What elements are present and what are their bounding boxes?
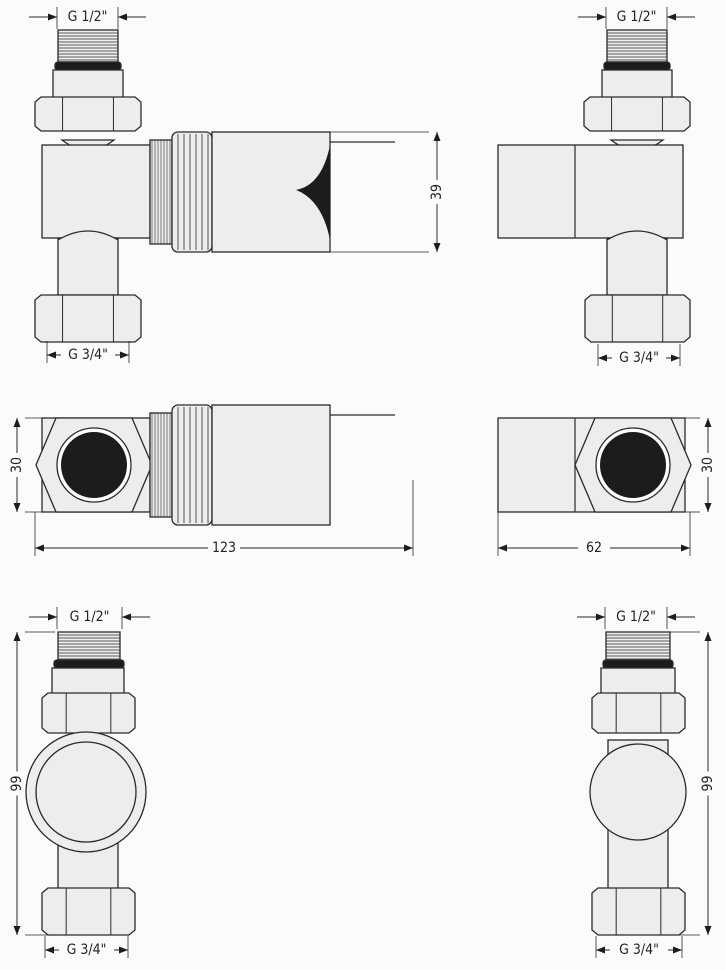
dimension-label: G 1/2"	[617, 9, 657, 25]
dimension-body_height: 30	[685, 417, 716, 513]
dimension-label: 30	[9, 457, 25, 473]
union-nut	[41, 692, 136, 734]
dimension-label: 99	[700, 775, 716, 791]
dimension-label: G 3/4"	[67, 942, 107, 958]
dimension-thread_bottom: G 3/4"	[44, 936, 129, 958]
arrowhead	[673, 946, 682, 954]
collar	[51, 667, 125, 695]
bottom-nut	[34, 294, 142, 343]
outlet-pipe	[606, 237, 668, 296]
view-side-straight	[589, 631, 687, 936]
pipe-curve	[57, 230, 119, 241]
dimension-label: G 1/2"	[616, 609, 656, 625]
arrowhead	[498, 544, 507, 552]
dimension-label: 99	[9, 775, 25, 791]
dimension-body_height: 30	[9, 417, 42, 513]
arrowhead	[596, 946, 605, 954]
arrowhead	[45, 946, 54, 954]
arrowhead	[671, 354, 680, 362]
collar	[52, 69, 124, 99]
arrowhead	[118, 13, 127, 21]
arrowhead	[13, 632, 21, 641]
dimension-total_length_angled: 123	[35, 540, 413, 556]
seal-ring	[54, 61, 122, 71]
dimension-label: G 3/4"	[68, 347, 108, 363]
dimension-label: 39	[429, 184, 445, 200]
arrowhead	[47, 351, 56, 359]
valve-ball	[589, 743, 687, 841]
dimension-label: 30	[700, 457, 716, 473]
union-nut	[583, 96, 691, 132]
arrowhead	[433, 243, 441, 252]
outlet-bore	[600, 432, 666, 498]
dimension-thread_top: G 1/2"	[29, 607, 150, 629]
collar	[601, 69, 673, 99]
arrowhead	[433, 132, 441, 141]
dimension-thread_bottom: G 3/4"	[46, 341, 130, 363]
dimension-thread_top: G 1/2"	[29, 7, 146, 29]
arrowhead	[704, 503, 712, 512]
seal-ring	[53, 659, 125, 669]
bottom-nut	[41, 887, 136, 936]
outlet-bore	[61, 432, 127, 498]
union-nut	[591, 692, 686, 734]
arrowhead	[404, 544, 413, 552]
valve-body	[41, 144, 151, 239]
dimension-thread_top: G 1/2"	[578, 7, 695, 29]
view-front-straight	[497, 29, 691, 343]
union-nut	[34, 96, 142, 132]
dimension-label: G 1/2"	[70, 609, 110, 625]
view-front-angled	[34, 29, 395, 343]
dimension-thread_bottom: G 3/4"	[597, 344, 681, 366]
knob-face	[35, 741, 137, 843]
dimension-total_length_straight: 62	[498, 540, 690, 556]
thermostat-head	[211, 404, 331, 526]
seal-ring	[602, 659, 674, 669]
dimension-thread_top: G 1/2"	[577, 607, 695, 629]
arrowhead	[597, 13, 606, 21]
arrowhead	[704, 926, 712, 935]
view-bottom-angled	[34, 404, 414, 556]
arrowhead	[119, 946, 128, 954]
bottom-nut	[591, 887, 686, 936]
dimension-label: G 3/4"	[619, 350, 659, 366]
seal-ring	[603, 61, 671, 71]
indicator-wedge	[296, 145, 330, 240]
arrowhead	[704, 632, 712, 641]
arrowhead	[681, 544, 690, 552]
dimension-total_height: 99	[9, 631, 55, 936]
arrowhead	[35, 544, 44, 552]
dimension-total_height: 99	[670, 631, 716, 936]
dimension-head_height: 39	[330, 131, 445, 253]
arrowhead	[704, 418, 712, 427]
pipe-curve	[606, 230, 668, 241]
arrowhead	[667, 613, 676, 621]
arrowhead	[13, 503, 21, 512]
arrowhead	[122, 613, 131, 621]
bottom-nut	[584, 294, 691, 343]
valve-body	[497, 144, 684, 239]
arrowhead	[598, 354, 607, 362]
view-bottom-straight	[497, 417, 692, 556]
arrowhead	[13, 418, 21, 427]
arrowhead	[48, 13, 57, 21]
arrowhead	[596, 613, 605, 621]
dimension-label: G 3/4"	[619, 942, 659, 958]
dimension-label: 62	[586, 540, 602, 556]
outlet-pipe	[57, 237, 119, 296]
arrowhead	[48, 613, 57, 621]
arrowhead	[120, 351, 129, 359]
collar	[600, 667, 676, 695]
view-side-angled	[25, 631, 147, 936]
dimension-label: G 1/2"	[68, 9, 108, 25]
arrowhead	[667, 13, 676, 21]
dimension-label: 123	[212, 540, 236, 556]
dimension-thread_bottom: G 3/4"	[595, 936, 683, 958]
arrowhead	[13, 926, 21, 935]
